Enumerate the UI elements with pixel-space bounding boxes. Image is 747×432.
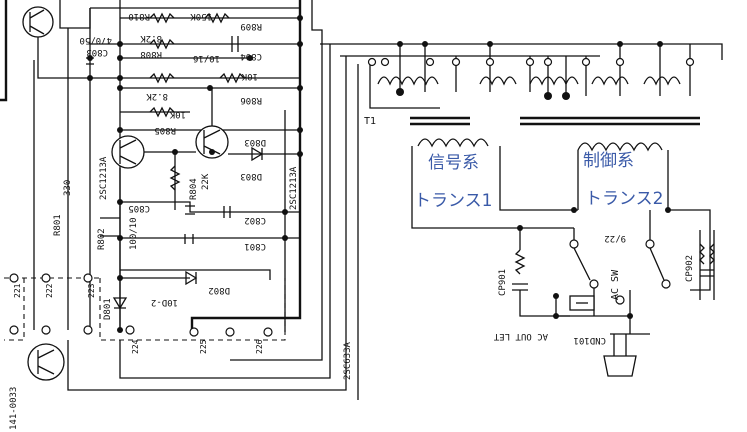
- label-cp901: CP901: [498, 269, 508, 296]
- label-q801: 2SC1213A: [99, 156, 109, 200]
- label-pin-e: 225: [199, 339, 208, 354]
- label-r809: R809: [240, 21, 262, 31]
- label-c802: C802: [244, 215, 266, 225]
- main-bus: [4, 0, 723, 400]
- label-pin-f: 226: [255, 339, 264, 354]
- terminal-row: [9, 273, 273, 337]
- label-ac-sw: AC SW: [610, 269, 621, 300]
- annotation-control-system: 制御系: [583, 151, 634, 171]
- label-r802: R802: [97, 228, 107, 250]
- ac-plug-icon: [603, 355, 637, 377]
- transistor-q801: [111, 135, 145, 169]
- label-d801-val: 10D-2: [151, 297, 178, 307]
- label-r804: R804: [189, 178, 199, 200]
- label-c805: C805: [128, 203, 150, 213]
- label-s122: 9/22: [604, 233, 626, 243]
- label-r804-val: 22K: [201, 173, 211, 190]
- label-ac-outlet: AC OUT LET: [493, 331, 548, 341]
- label-d803: D803: [244, 137, 266, 147]
- label-t1: T1: [364, 116, 376, 127]
- label-k10b: 10K: [169, 109, 186, 119]
- transformer-primaries: [411, 138, 711, 291]
- label-k10a: 10K: [241, 71, 258, 81]
- label-q803: 2SC633A: [343, 341, 353, 380]
- label-q802: 2SC1213A: [289, 166, 299, 210]
- label-c805-val: 100/10: [129, 217, 139, 250]
- label-r806: R806: [240, 95, 262, 105]
- annotation-transformer-1: トランス1: [414, 191, 492, 211]
- label-r801: R801: [53, 214, 63, 236]
- label-k82a: 8.2K: [140, 33, 162, 43]
- label-pin-b: 222: [45, 283, 54, 298]
- label-c803: C803: [86, 47, 108, 57]
- annotation-transformer-2: トランス2: [585, 189, 663, 209]
- transistor-q803: [27, 343, 65, 381]
- label-r802-val: 330: [63, 180, 73, 196]
- annotations: 信号系 トランス1 制御系 トランス2: [414, 151, 663, 211]
- ac-section: [512, 210, 715, 377]
- transistor-stage: [100, 15, 303, 333]
- label-cnd: CND101: [573, 335, 606, 345]
- label-pin-a: 221: [13, 283, 22, 298]
- component-labels: R810 150K R809 470/50 C803 8.2K R808 10/…: [9, 11, 695, 430]
- label-c804: C804: [240, 51, 262, 61]
- label-bottom-left: 141-0033: [9, 387, 19, 430]
- label-d803b: D803: [240, 171, 262, 181]
- transformer-top-windings: [367, 41, 700, 126]
- label-d802: D802: [208, 285, 230, 295]
- label-c801: C801: [244, 241, 266, 251]
- label-r810: R810: [128, 11, 150, 21]
- annotation-signal-system: 信号系: [428, 153, 479, 173]
- label-c804-val: 10/16: [193, 53, 220, 63]
- label-pin-d: 224: [131, 339, 140, 354]
- label-cp902: CP902: [685, 255, 695, 282]
- label-k150: 150K: [190, 11, 212, 21]
- label-pin-c: 223: [87, 283, 96, 298]
- label-d801: D801: [103, 298, 113, 320]
- label-r808: R808: [140, 49, 162, 59]
- label-c803-val: 470/50: [79, 35, 112, 45]
- label-r805: R805: [154, 125, 176, 135]
- label-k82b: 8.2K: [146, 91, 168, 101]
- transistor-q-topleft: [22, 6, 54, 38]
